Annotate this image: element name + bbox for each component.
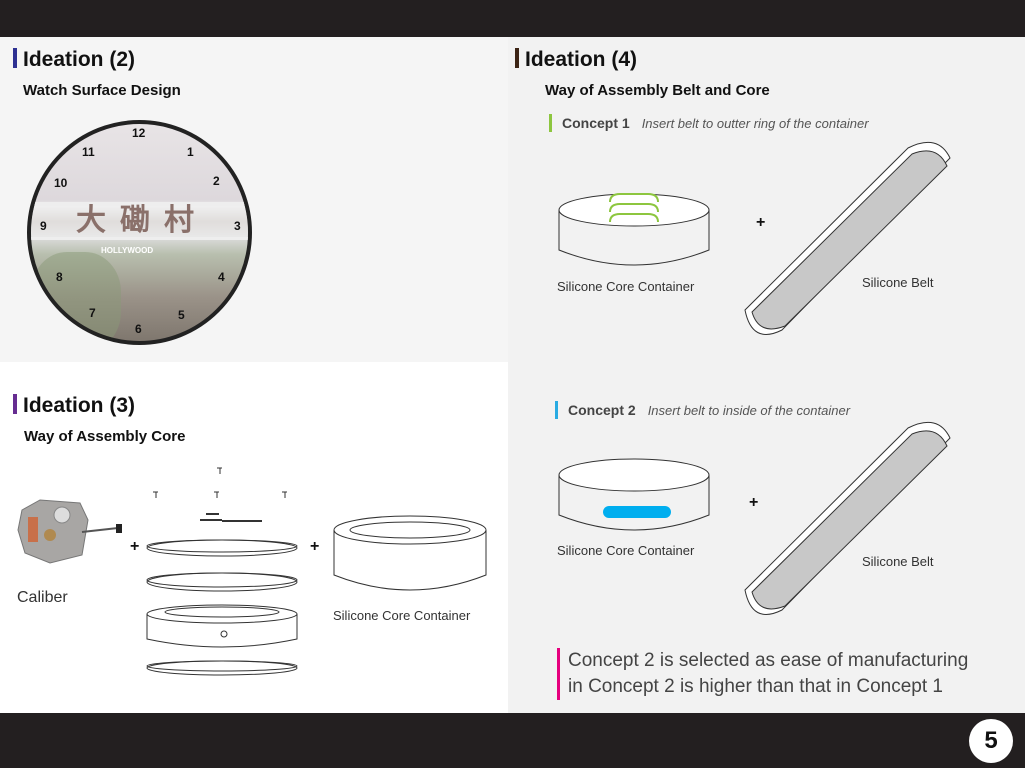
ideation4-subtitle: Way of Assembly Belt and Core — [545, 82, 770, 99]
container-label: Silicone Core Container — [333, 608, 471, 623]
tree — [31, 252, 121, 341]
bottom-bar — [0, 713, 1025, 768]
dial-8: 8 — [56, 270, 63, 284]
dial-10: 10 — [54, 176, 68, 190]
accent-bar — [13, 48, 17, 68]
concept2-container-diagram — [558, 458, 710, 531]
accent-bar — [515, 48, 519, 68]
caliber-label: Caliber — [17, 589, 68, 606]
core-container-diagram — [333, 515, 487, 591]
plus-sign: + — [130, 538, 140, 555]
concept2-belt-diagram — [744, 421, 951, 615]
plus-sign: + — [756, 214, 766, 231]
concept2-belt-label: Silicone Belt — [862, 554, 934, 569]
conclusion-line: in Concept 2 is higher than that in Conc… — [568, 676, 943, 697]
sign-text: 大磡村 — [76, 204, 208, 237]
ideation2-title: Ideation (2) — [13, 48, 135, 72]
sign-sub: HOLLYWOOD — [101, 246, 154, 255]
concept1-container-label: Silicone Core Container — [557, 279, 695, 294]
accent-bar — [549, 114, 552, 132]
concept-desc: Insert belt to inside of the container — [647, 403, 851, 418]
concept2-header: Concept 2 Insert belt to inside of the co… — [555, 401, 850, 419]
accent-bar — [555, 401, 558, 419]
core-exploded-diagram — [146, 467, 298, 676]
caliber-image — [17, 499, 122, 564]
dial-1: 1 — [187, 145, 194, 159]
page-number: 5 — [969, 719, 1013, 763]
conclusion-text: Concept 2 is selected as ease of manufac… — [557, 648, 968, 700]
title-text: Ideation (3) — [23, 394, 136, 417]
sign-board — [31, 202, 248, 240]
conclusion-line: Concept 2 is selected as ease of manufac… — [568, 650, 969, 671]
concept1-belt-diagram — [744, 141, 951, 335]
concept1-header: Concept 1 Insert belt to outter ring of t… — [549, 114, 869, 132]
dial-7: 7 — [89, 306, 96, 320]
dial-3: 3 — [234, 219, 241, 233]
concept-label: Concept 1 — [562, 115, 630, 131]
plus-sign: + — [749, 494, 759, 511]
watch-face: 大磡村 HOLLYWOOD — [27, 120, 252, 345]
dial-4: 4 — [218, 270, 225, 284]
watch-hands — [153, 467, 287, 522]
ideation4-title: Ideation (4) — [515, 48, 637, 72]
ideation3-subtitle: Way of Assembly Core — [24, 428, 186, 445]
dial-9: 9 — [40, 219, 47, 233]
ideation2-subtitle: Watch Surface Design — [23, 82, 181, 99]
dial-12: 12 — [132, 126, 146, 140]
dial-2: 2 — [213, 174, 220, 188]
concept-desc: Insert belt to outter ring of the contai… — [641, 116, 869, 131]
dial-6: 6 — [135, 322, 142, 336]
title-text: Ideation (2) — [23, 48, 136, 71]
concept2-container-label: Silicone Core Container — [557, 543, 695, 558]
concept1-container-diagram — [558, 193, 710, 266]
top-bar — [0, 0, 1025, 37]
dial-5: 5 — [178, 308, 185, 322]
title-text: Ideation (4) — [525, 48, 638, 71]
concept-label: Concept 2 — [568, 402, 636, 418]
dial-11: 11 — [82, 145, 95, 159]
accent-bar — [13, 394, 17, 414]
concept1-belt-label: Silicone Belt — [862, 275, 934, 290]
ideation3-title: Ideation (3) — [13, 394, 135, 418]
plus-sign: + — [310, 538, 320, 555]
